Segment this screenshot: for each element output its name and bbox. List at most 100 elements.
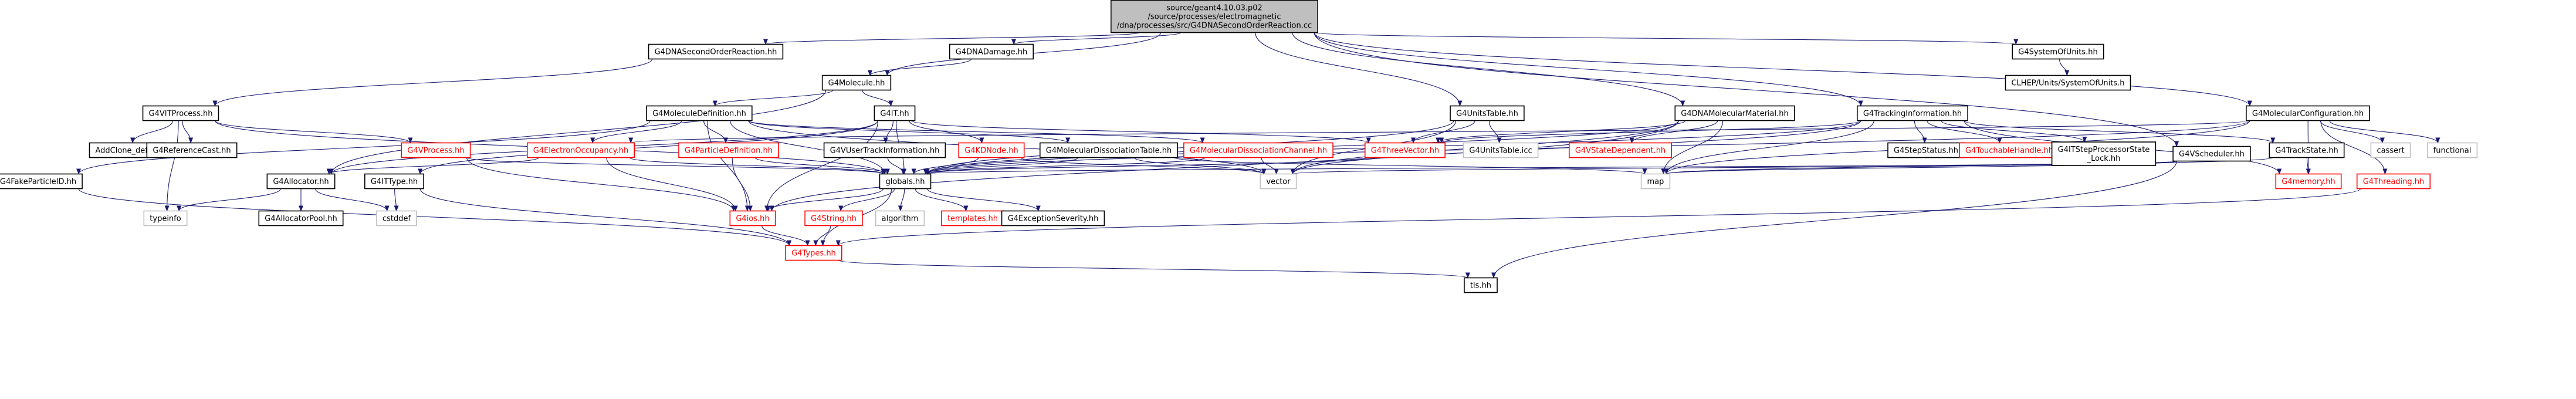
node-particledef[interactable]: G4ParticleDefinition.hh (678, 142, 779, 158)
edge-dnamolmat-to-g4ios (769, 120, 1679, 212)
node-trackinfo[interactable]: G4TrackingInformation.hh (1857, 105, 1968, 121)
node-molconfig[interactable]: G4MolecularConfiguration.hh (2246, 105, 2370, 121)
edge-ittype-to-types (419, 188, 792, 246)
node-threading[interactable]: G4Threading.hh (2356, 173, 2431, 190)
node-it[interactable]: G4IT.hh (874, 105, 916, 121)
node-g4ios[interactable]: G4ios.hh (729, 210, 776, 226)
node-box (648, 43, 784, 60)
edge-layer (76, 32, 2440, 279)
node-label: G4DNAMolecularMaterial.hh (1681, 110, 1789, 119)
node-vprocess[interactable]: G4VProcess.hh (401, 142, 471, 158)
node-excseverity[interactable]: G4ExceptionSeverity.hh (1001, 210, 1105, 226)
edge-secorder-to-vitprocess (212, 59, 653, 107)
node-root[interactable]: source/geant4.10.03.p02/source/processes… (1111, 0, 1318, 33)
node-types[interactable]: G4Types.hh (785, 245, 842, 261)
node-label: G4ReferenceCast.hh (153, 147, 231, 155)
node-typeinfo[interactable]: typeinfo (143, 210, 188, 226)
edge-particledef-to-g4ios (732, 157, 753, 212)
edge-root-to-damage (1011, 32, 1182, 45)
node-fakeparticle[interactable]: G4FakeParticleID.hh (0, 173, 83, 190)
edge-moldisstable-to-vector (1133, 157, 1267, 175)
node-vscheduler[interactable]: G4VScheduler.hh (2172, 146, 2251, 162)
edge-dnamolmat-to-threevector (1436, 120, 1686, 144)
node-touchable[interactable]: G4TouchableHandle.hh (1959, 142, 2060, 158)
node-templates[interactable]: templates.hh (941, 210, 1004, 226)
node-label: G4memory.hh (2281, 178, 2335, 187)
node-label: G4ios.hh (736, 215, 769, 224)
node-vector[interactable]: vector (1260, 173, 1297, 190)
edge-allocator-to-cstddef (314, 188, 390, 212)
node-functional[interactable]: functional (2426, 142, 2478, 158)
node-box (143, 210, 188, 226)
node-label: G4ITType.hh (371, 178, 418, 187)
node-unitstableicc[interactable]: G4UnitsTable.icc (1463, 142, 1539, 158)
node-tls[interactable]: tls.hh (1464, 277, 1498, 293)
node-sysunits[interactable]: G4SystemOfUnits.hh (2012, 43, 2104, 60)
node-box (1887, 142, 1965, 158)
node-kdnode[interactable]: G4KDNode.hh (958, 142, 1025, 158)
edge-ittype-to-cstddef (394, 188, 399, 212)
node-box (1260, 173, 1297, 190)
node-unitstable[interactable]: G4UnitsTable.hh (1450, 105, 1525, 121)
edge-moldef-to-moldisschannel (748, 120, 1205, 144)
node-trackstate[interactable]: G4TrackState.hh (2269, 142, 2345, 158)
node-box (146, 142, 238, 158)
node-box (376, 210, 417, 226)
node-box (364, 173, 424, 190)
edge-particledef-to-globals (754, 157, 890, 175)
node-label: globals.hh (885, 178, 925, 187)
node-label: vector (1266, 178, 1291, 187)
node-label: G4IT.hh (880, 110, 909, 119)
node-moldef[interactable]: G4MoleculeDefinition.hh (646, 105, 753, 121)
edge-vitprocess-to-vprocess (214, 120, 413, 144)
node-box (785, 245, 842, 261)
node-map[interactable]: map (1640, 173, 1671, 190)
node-secorder[interactable]: G4DNASecondOrderReaction.hh (648, 43, 784, 60)
edge-moldef-to-globals (730, 120, 887, 175)
node-algorithm[interactable]: algorithm (875, 210, 925, 226)
node-dnamolmat[interactable]: G4DNAMolecularMaterial.hh (1674, 105, 1795, 121)
node-label: G4ThreeVector.hh (1371, 147, 1439, 155)
node-electronocc[interactable]: G4ElectronOccupancy.hh (526, 142, 635, 158)
node-memory[interactable]: G4memory.hh (2275, 173, 2342, 190)
node-moldisschannel[interactable]: G4MolecularDissociationChannel.hh (1183, 142, 1333, 158)
edge-vscheduler-to-tls (1491, 161, 2177, 279)
node-globals[interactable]: globals.hh (879, 173, 932, 190)
node-label: G4FakeParticleID.hh (0, 178, 76, 187)
edge-threading-to-types (836, 188, 2361, 246)
edge-root-to-sysunits (1314, 32, 2018, 45)
node-clhep[interactable]: CLHEP/Units/SystemOfUnits.h (2005, 75, 2131, 91)
node-box (646, 105, 753, 121)
node-cstddef[interactable]: cstddef (376, 210, 417, 226)
edge-trackinfo-to-touchable (1927, 120, 2002, 144)
edge-threevector-to-globals (925, 157, 1369, 175)
node-molecule[interactable]: G4Molecule.hh (821, 75, 892, 91)
edge-dnamolmat-to-map (1661, 120, 1724, 175)
node-stepstatus[interactable]: G4StepStatus.hh (1887, 142, 1965, 158)
node-label: G4SystemOfUnits.hh (2018, 48, 2097, 57)
node-label: G4UnitsTable.icc (1469, 147, 1532, 155)
node-label: G4AllocatorPool.hh (265, 215, 337, 224)
node-g4string[interactable]: G4String.hh (804, 210, 863, 226)
node-label: G4ExceptionSeverity.hh (1008, 215, 1099, 224)
node-vusertrack[interactable]: G4VUserTrackInformation.hh (823, 142, 946, 158)
edge-types-to-tls (838, 259, 1470, 279)
node-vstatedep[interactable]: G4VStateDependent.hh (1569, 142, 1672, 158)
node-vitprocess[interactable]: G4VITProcess.hh (142, 105, 219, 121)
node-threevector[interactable]: G4ThreeVector.hh (1364, 142, 1446, 158)
node-refcast[interactable]: G4ReferenceCast.hh (146, 142, 238, 158)
node-box (258, 210, 344, 226)
node-moldisstable[interactable]: G4MolecularDissociationTable.hh (1039, 142, 1179, 158)
node-damage[interactable]: G4DNADamage.hh (949, 43, 1034, 60)
node-box (958, 142, 1025, 158)
node-cassert[interactable]: cassert (2370, 142, 2411, 158)
node-itstepstate[interactable]: G4ITStepProcessorState_Lock.hh (2051, 141, 2157, 166)
edge-molconfig-to-threading (2320, 120, 2388, 175)
node-box (729, 210, 776, 226)
node-allocator[interactable]: G4Allocator.hh (266, 173, 336, 190)
node-label: G4VITProcess.hh (149, 110, 213, 119)
node-allocpool[interactable]: G4AllocatorPool.hh (258, 210, 344, 226)
node-label: G4VProcess.hh (407, 147, 464, 155)
node-ittype[interactable]: G4ITType.hh (364, 173, 424, 190)
